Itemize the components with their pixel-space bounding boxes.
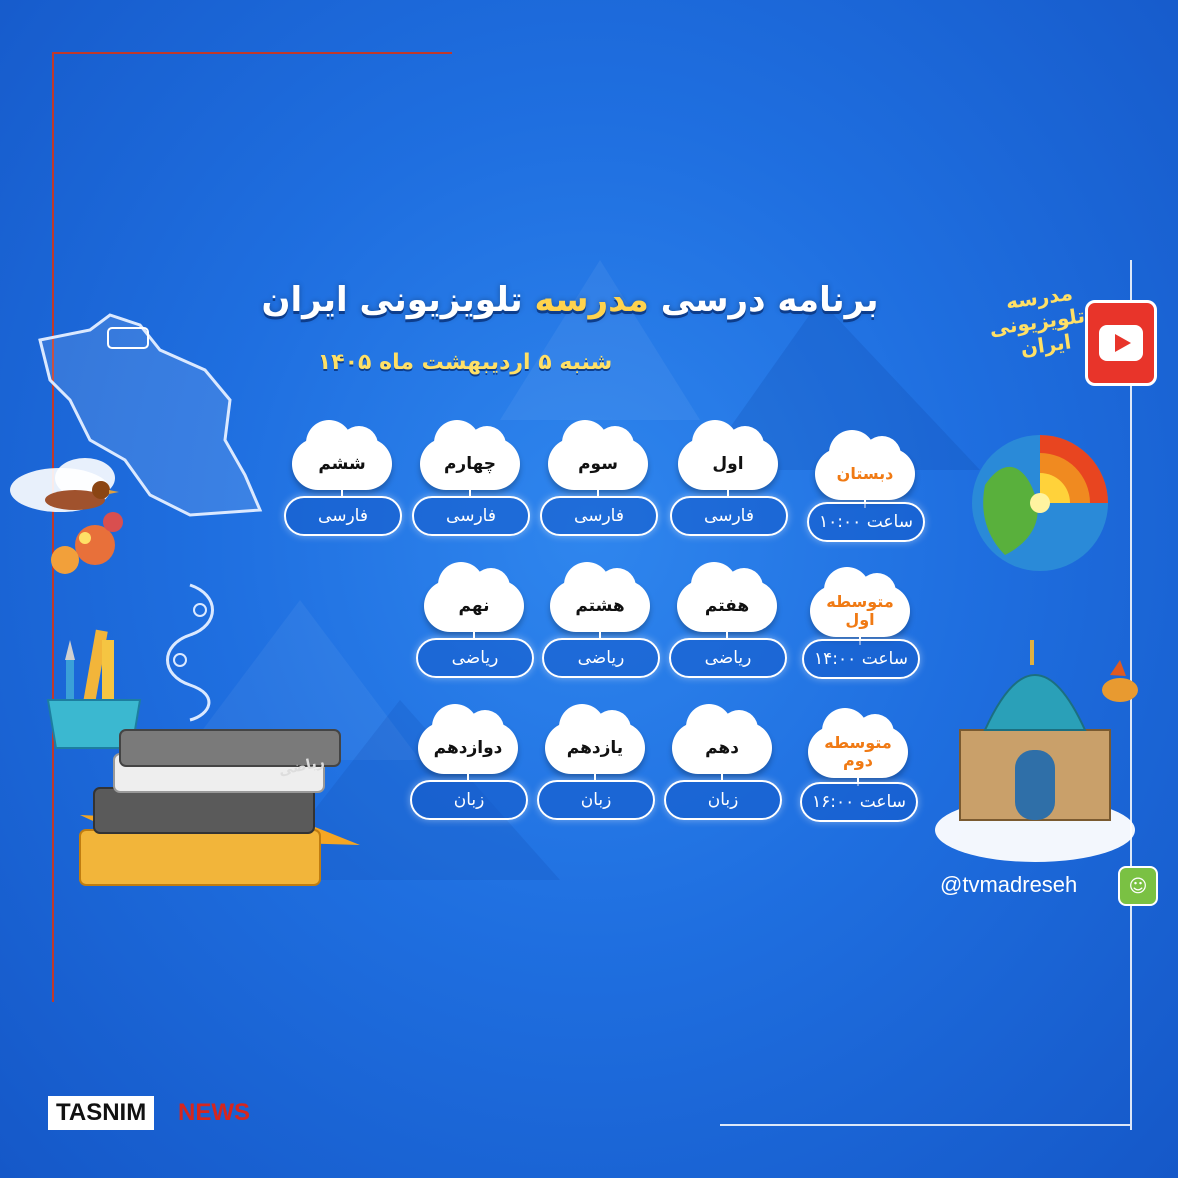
connector	[599, 624, 601, 640]
connector	[859, 629, 861, 645]
earth-layers-icon	[972, 435, 1108, 571]
connector	[594, 766, 596, 782]
frame-line-top	[52, 52, 452, 54]
subject-pill: زبان	[410, 780, 528, 820]
grade-cloud: هشتم	[550, 562, 650, 632]
flowers-icon	[51, 512, 123, 574]
connector	[726, 624, 728, 640]
watermark-brand: TASNIM	[48, 1096, 155, 1130]
connector	[857, 770, 859, 786]
subject-pill: فارسی	[284, 496, 402, 536]
connector	[597, 482, 599, 498]
grade-cloud: اول	[678, 420, 778, 490]
subject-pill: ریاضی	[669, 638, 787, 678]
title-part1: برنامه درسی	[660, 280, 879, 320]
grade-cloud: دهم	[672, 704, 772, 774]
ornament-icon	[166, 583, 214, 722]
title-part2: مدرسه	[534, 280, 649, 320]
connector	[864, 492, 866, 508]
subject-pill: ریاضی	[542, 638, 660, 678]
social-handle: @tvmadreseh	[940, 872, 1078, 897]
frame-line-left	[52, 52, 54, 1002]
grade-cloud: دوازدهم	[418, 704, 518, 774]
mosque-icon	[935, 640, 1138, 862]
connector	[469, 482, 471, 498]
subject-pill: ریاضی	[416, 638, 534, 678]
grade-cloud: چهارم	[420, 420, 520, 490]
time-pill: ساعت ۱۴:۰۰	[802, 639, 920, 679]
app-icon: ☺	[1118, 866, 1158, 906]
bird-icon	[10, 458, 123, 574]
grade-cloud: ششم	[292, 420, 392, 490]
watermark-suffix: NEWS	[178, 1099, 250, 1126]
play-icon	[1085, 300, 1157, 386]
map-outline-icon	[38, 313, 263, 517]
subject-pill: زبان	[537, 780, 655, 820]
time-pill: ساعت ۱۰:۰۰	[807, 502, 925, 542]
grade-cloud: هفتم	[677, 562, 777, 632]
connector	[473, 624, 475, 640]
subject-pill: زبان	[664, 780, 782, 820]
subject-pill: فارسی	[412, 496, 530, 536]
connector	[727, 482, 729, 498]
level-cloud: دبستان	[815, 430, 915, 500]
connector	[341, 482, 343, 498]
time-pill: ساعت ۱۶:۰۰	[800, 782, 918, 822]
connector	[721, 766, 723, 782]
grade-cloud: نهم	[424, 562, 524, 632]
books-icon	[79, 729, 360, 886]
pencil-cup-icon	[46, 629, 142, 749]
page-subtitle: شنبه ۵ اردیبهشت ماه ۱۴۰۵	[317, 350, 613, 375]
page-title: برنامه درسی مدرسه تلویزیونی ایران	[250, 280, 890, 320]
level-cloud: متوسطه دوم	[808, 708, 908, 778]
frame-line-bottom	[720, 1124, 1130, 1126]
grade-cloud: یازدهم	[545, 704, 645, 774]
title-part3: تلویزیونی ایران	[261, 280, 523, 320]
connector	[467, 766, 469, 782]
hoopoe-icon	[1102, 660, 1138, 702]
subject-pill: فارسی	[670, 496, 788, 536]
level-cloud: متوسطه اول	[810, 567, 910, 637]
subject-pill: فارسی	[540, 496, 658, 536]
grade-cloud: سوم	[548, 420, 648, 490]
logo-text: مدرسه تلویزیونی ایران	[987, 280, 1087, 361]
